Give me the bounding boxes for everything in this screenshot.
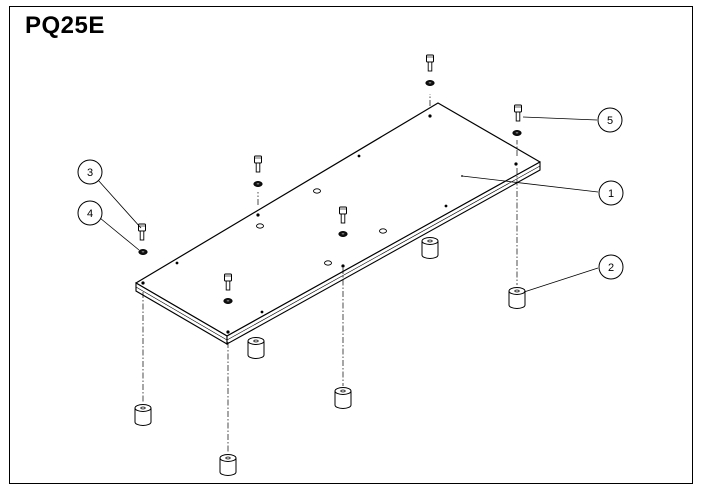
- washer-icon: [223, 297, 233, 305]
- screw-icon: [254, 155, 262, 173]
- washer-icon: [512, 129, 522, 137]
- washer-icon: [338, 230, 348, 238]
- callout-2: 2: [598, 254, 624, 280]
- callout-4: 4: [77, 200, 103, 226]
- callout-5: 5: [597, 107, 623, 133]
- leader-lines: [97, 116, 599, 293]
- callout-label: 2: [608, 262, 614, 274]
- screw-icon: [426, 54, 434, 72]
- screw-icon: [514, 104, 522, 122]
- drawing-title: PQ25E: [25, 12, 105, 39]
- foot-icon: [247, 337, 265, 359]
- washer-icon: [253, 180, 263, 188]
- foot-icon: [134, 404, 152, 426]
- callout-label: 1: [608, 188, 614, 200]
- foot-icon: [421, 237, 439, 259]
- callout-label: 4: [87, 208, 93, 220]
- washer-icon: [138, 248, 148, 256]
- foot-icon: [334, 387, 352, 409]
- foot-icon: [219, 454, 237, 476]
- callout-label: 5: [607, 115, 613, 127]
- assembly-lines: [142, 94, 518, 452]
- callout-label: 3: [87, 167, 93, 179]
- callout-3: 3: [77, 159, 103, 185]
- callout-1: 1: [598, 180, 624, 206]
- foot-icon: [508, 287, 526, 309]
- washer-icon: [425, 79, 435, 87]
- base-plate: [135, 102, 541, 345]
